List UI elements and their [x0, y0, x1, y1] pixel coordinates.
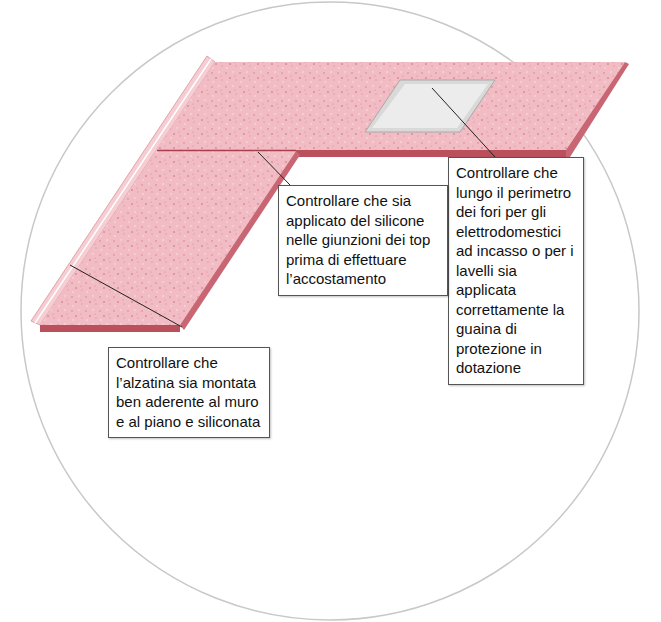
callout-text: Controllare che l’alzatina sia montata b… [116, 353, 263, 431]
leader-line [258, 152, 290, 185]
callout-box: Controllare che sia applicato del silico… [278, 185, 448, 296]
lower-top [40, 151, 296, 325]
leader-line [70, 265, 182, 327]
frame-circle [21, 2, 639, 620]
joint-line [157, 150, 296, 152]
sink-hole-inner [372, 84, 488, 128]
lower-front-edge [40, 325, 180, 332]
callout-text: Controllare che lungo il perimetro dei f… [456, 163, 577, 378]
upper-front-edge [296, 150, 566, 157]
callout-box: Controllare che lungo il perimetro dei f… [448, 157, 584, 385]
leader-line [432, 88, 495, 157]
callout-text: Controllare che sia applicato del silico… [286, 191, 441, 289]
callout-box: Controllare che l’alzatina sia montata b… [108, 347, 270, 438]
upper-side-edge [566, 62, 629, 157]
upper-top [156, 62, 625, 150]
sink-hole [365, 80, 495, 132]
